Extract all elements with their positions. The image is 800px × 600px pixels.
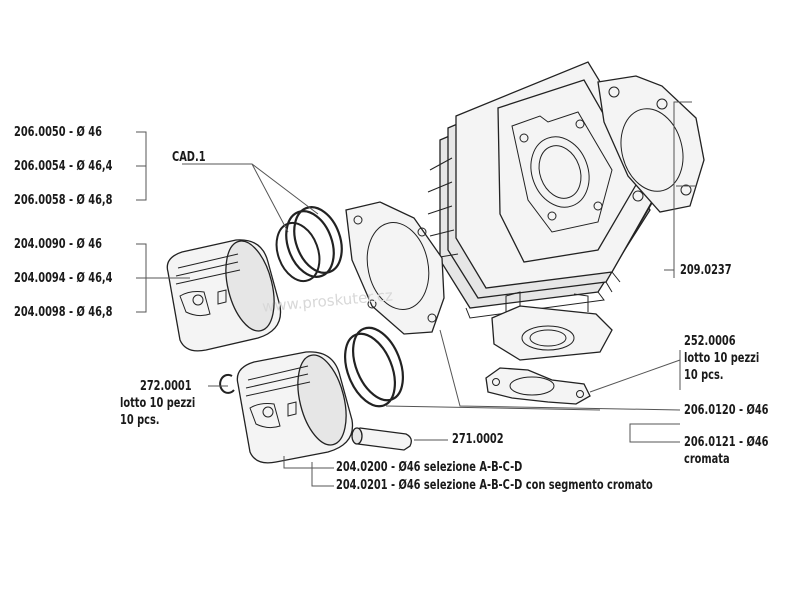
label-204-0200: 204.0200 - Ø46 selezione A-B-C-D xyxy=(336,460,523,475)
label-271-0002: 271.0002 xyxy=(452,432,504,447)
exhaust-gasket xyxy=(485,367,591,405)
label-204-0201: 204.0201 - Ø46 selezione A-B-C-D con seg… xyxy=(336,478,653,493)
head-gasket xyxy=(597,75,705,213)
base-gasket xyxy=(345,201,445,335)
label-206-0054: 206.0054 - Ø 46,4 xyxy=(14,159,113,174)
circlip xyxy=(219,373,235,394)
label-204-0098: 204.0098 - Ø 46,8 xyxy=(14,305,113,320)
label-272-lotto: lotto 10 pezzi xyxy=(120,396,196,411)
label-272-pcs: 10 pcs. xyxy=(120,413,160,428)
label-204-0090: 204.0090 - Ø 46 xyxy=(14,237,102,252)
label-252-lotto: lotto 10 pezzi xyxy=(684,351,760,366)
label-209-0237: 209.0237 xyxy=(680,263,732,278)
piston-upper xyxy=(166,239,282,352)
label-272-0001: 272.0001 xyxy=(140,379,192,394)
piston-rings-upper xyxy=(275,206,343,283)
label-206-0050: 206.0050 - Ø 46 xyxy=(14,125,102,140)
label-204-0094: 204.0094 - Ø 46,4 xyxy=(14,271,113,286)
label-252-pcs: 10 pcs. xyxy=(684,368,724,383)
piston-pin xyxy=(351,427,412,451)
leader-lines xyxy=(136,101,696,487)
piston-rings-lower xyxy=(344,326,404,408)
label-206-0120: 206.0120 - Ø46 xyxy=(684,403,769,418)
label-cad1: CAD.1 xyxy=(172,150,206,165)
piston-lower xyxy=(236,351,354,464)
label-206-0058: 206.0058 - Ø 46,8 xyxy=(14,193,113,208)
label-cromata: cromata xyxy=(684,452,730,467)
label-252-0006: 252.0006 xyxy=(684,334,736,349)
label-206-0121: 206.0121 - Ø46 xyxy=(684,435,769,450)
